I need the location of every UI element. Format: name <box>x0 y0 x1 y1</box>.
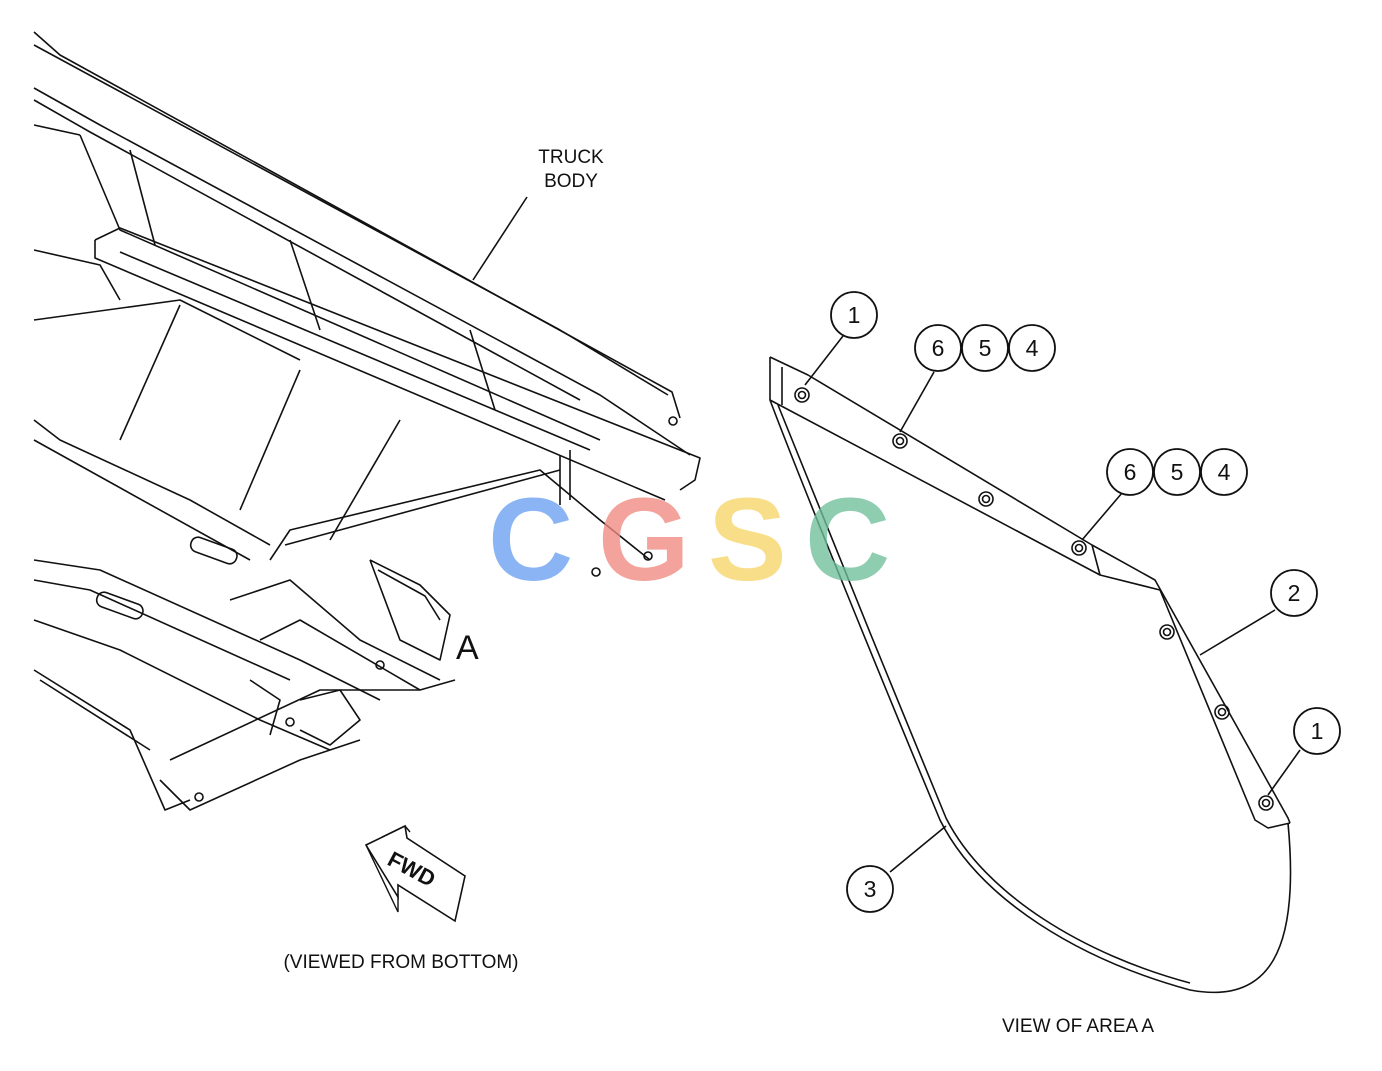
callout-5-upper: 5 <box>961 324 1009 372</box>
svg-text:4: 4 <box>1026 335 1039 361</box>
area-a-marker: A <box>456 629 479 667</box>
callout-1-top: 1 <box>830 291 878 339</box>
svg-text:6: 6 <box>1124 459 1137 485</box>
svg-text:3: 3 <box>864 876 877 902</box>
callout-6-lower: 6 <box>1106 448 1154 496</box>
fwd-arrow-icon: FWD <box>364 824 466 923</box>
svg-text:C: C <box>488 474 573 606</box>
truck-body-drawing <box>33 31 701 811</box>
callout-1-bottom: 1 <box>1293 707 1341 755</box>
svg-text:1: 1 <box>848 302 861 328</box>
callout-4-upper: 4 <box>1008 324 1056 372</box>
truck-body-label-line1: TRUCK <box>538 147 604 168</box>
svg-text:5: 5 <box>1171 459 1184 485</box>
callout-5-lower: 5 <box>1153 448 1201 496</box>
callout-4-lower: 4 <box>1200 448 1248 496</box>
callout-2: 2 <box>1270 569 1318 617</box>
svg-text:4: 4 <box>1218 459 1231 485</box>
truck-body-label-line2: BODY <box>544 171 598 192</box>
svg-text:2: 2 <box>1288 580 1301 606</box>
svg-text:S: S <box>708 474 787 606</box>
cgsc-watermark-logo: C G S C <box>488 474 890 606</box>
svg-text:5: 5 <box>979 335 992 361</box>
callout-3: 3 <box>846 865 894 913</box>
svg-text:1: 1 <box>1311 718 1324 744</box>
callout-6-upper: 6 <box>914 324 962 372</box>
svg-text:6: 6 <box>932 335 945 361</box>
svg-text:G: G <box>598 474 690 606</box>
svg-text:C: C <box>805 474 890 606</box>
view-of-area-label: VIEW OF AREA A <box>1002 1016 1154 1037</box>
mud-flap-drawing <box>769 335 1301 994</box>
viewed-from-label: (VIEWED FROM BOTTOM) <box>283 952 518 973</box>
